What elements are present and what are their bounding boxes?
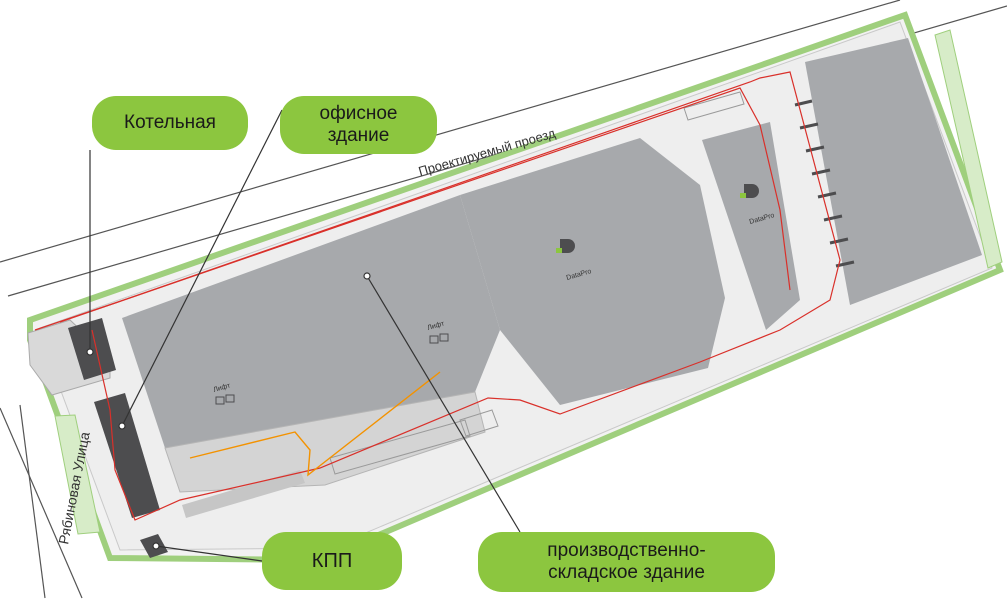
lift-label-1: Лифт <box>213 382 232 394</box>
leader-dots <box>86 272 371 550</box>
traffic-route <box>34 71 841 521</box>
east-warehouse <box>805 38 982 305</box>
callout-office-line2: здание <box>327 125 390 146</box>
datapro-logo-icon-2 <box>740 184 759 198</box>
lawn-left <box>54 414 101 535</box>
parking-stripes <box>329 91 745 475</box>
middle-building <box>702 122 800 330</box>
callout-production-building: производственно- складское здание <box>478 532 775 592</box>
callout-production-line2: складское здание <box>548 562 705 583</box>
office-building <box>94 393 160 518</box>
production-building-east <box>460 138 725 405</box>
lift-route <box>189 371 441 477</box>
callout-production-line1: производственно- <box>547 540 706 561</box>
traffic-route-2 <box>59 87 791 323</box>
production-building-west <box>122 195 500 448</box>
leader-lines <box>89 109 521 562</box>
callout-office-building: офисное здание <box>280 96 437 154</box>
callout-kpp: КПП <box>262 532 402 590</box>
boiler-house <box>68 318 116 380</box>
loading-yard <box>164 391 486 493</box>
lawn-right <box>934 29 1003 269</box>
lift-icons <box>215 333 449 405</box>
callout-kpp-label: КПП <box>311 550 353 572</box>
datapro-logo-icon-1 <box>556 239 575 253</box>
lift-label-2: Лифт <box>427 320 446 332</box>
callout-boiler-house: Котельная <box>92 96 248 150</box>
loading-strip <box>182 470 305 518</box>
callout-boiler-label: Котельная <box>124 112 216 133</box>
callout-office-line1: офисное <box>319 103 398 124</box>
